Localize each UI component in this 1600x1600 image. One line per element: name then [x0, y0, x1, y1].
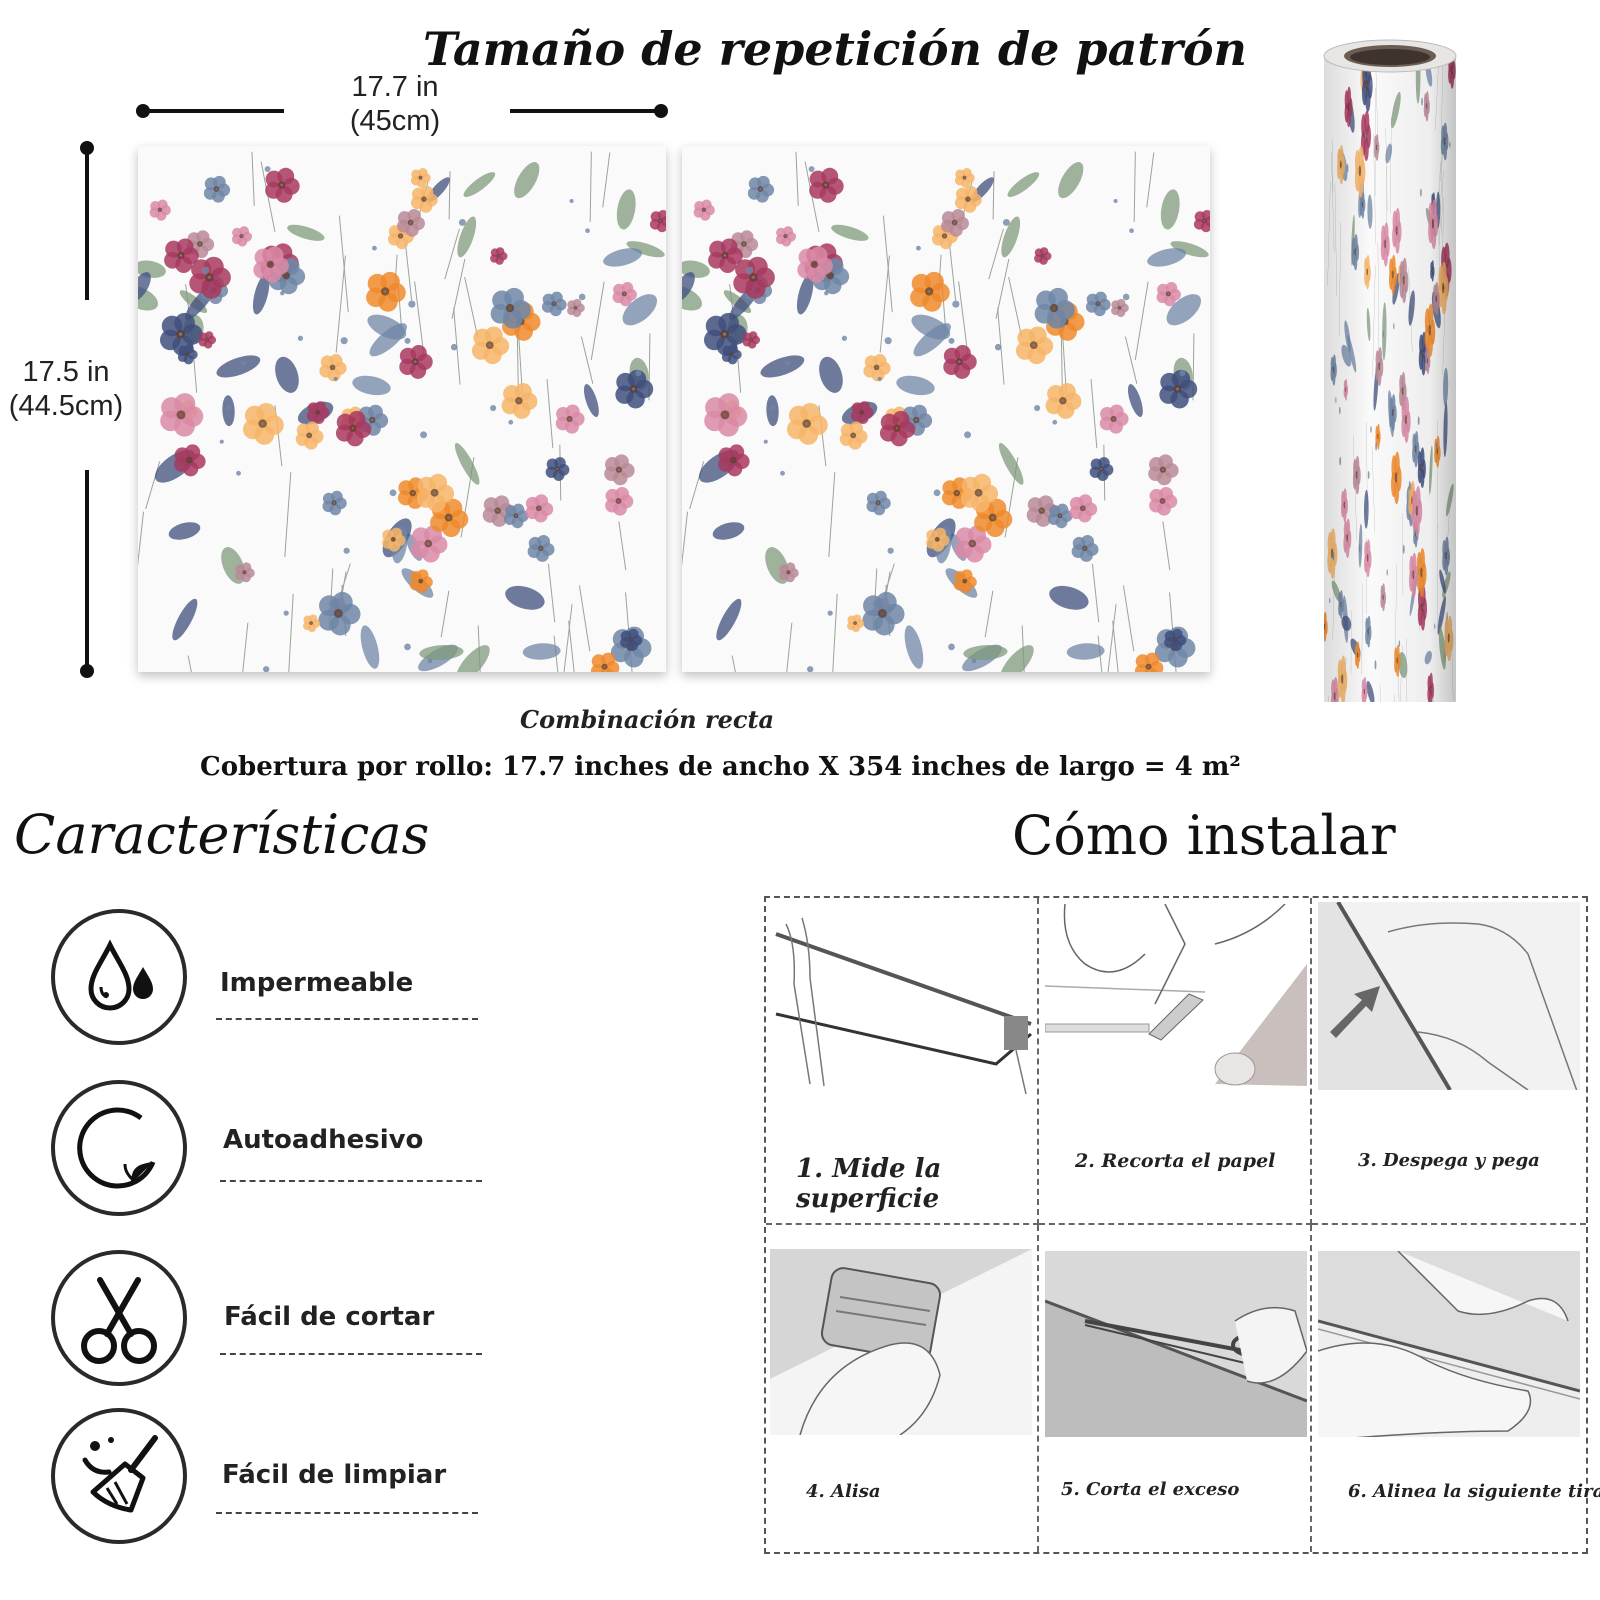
install-step-3-label: 3. Despega y pega [1358, 1150, 1540, 1171]
install-step-5-label: 5. Corta el exceso [1061, 1479, 1240, 1500]
width-dimension-line-right [510, 109, 660, 113]
feature-icon-circle-easy-clean [51, 1408, 187, 1544]
features-heading: Características [14, 803, 430, 866]
feature-label-easy-clean: Fácil de limpiar [222, 1460, 447, 1490]
scissors-icon [81, 1277, 157, 1364]
trim-illustration [1045, 904, 1307, 1086]
floral-pattern-right [682, 151, 1210, 672]
feature-icon-circle-easy-cut [51, 1250, 187, 1386]
align-next-strip-illustration [1318, 1251, 1580, 1437]
install-step-2-label: 2. Recorta el papel [1075, 1150, 1276, 1172]
feature-label-self-adhesive: Autoadhesivo [223, 1125, 424, 1155]
install-step-5: 5. Corta el exceso [1039, 1225, 1312, 1552]
install-step-3: 3. Despega y pega [1312, 898, 1586, 1225]
match-type-label: Combinación recta [520, 705, 775, 734]
peel-sticker-icon [77, 1107, 156, 1189]
install-step-4: 4. Alisa [766, 1225, 1039, 1552]
height-dimension-line-bottom [85, 470, 89, 670]
measure-illustration [766, 904, 1037, 1094]
feature-icon-circle-self-adhesive [51, 1080, 187, 1216]
wallpaper-roll-graphic [1323, 39, 1457, 702]
pattern-swatch-right [682, 146, 1210, 672]
width-centimeters: (45cm) [349, 105, 441, 137]
height-dimension-line-top [85, 148, 89, 300]
install-step-1-label: 1. Mide la superficie [796, 1154, 942, 1214]
width-inches: 17.7 in [351, 71, 439, 103]
broom-icon [82, 1435, 158, 1513]
pattern-swatch-left [138, 146, 666, 672]
install-step-4-label: 4. Alisa [806, 1481, 881, 1502]
feature-divider [220, 1353, 482, 1355]
width-dimension-end-dot [654, 104, 668, 118]
install-steps-grid: 1. Mide la superficie 2. Recorta el pape… [764, 896, 1600, 1554]
feature-divider [220, 1180, 482, 1182]
feature-divider [216, 1018, 478, 1020]
feature-divider [216, 1512, 478, 1514]
install-step-6-label: 6. Alinea la siguiente tira [1348, 1481, 1600, 1502]
page-title: Tamaño de repetición de patrón [422, 22, 1247, 76]
feature-icon-circle-waterproof [51, 909, 187, 1045]
height-centimeters: (44.5cm) [8, 390, 124, 422]
peel-and-stick-illustration [1318, 902, 1580, 1090]
coverage-info: Cobertura por rollo: 17.7 inches de anch… [200, 752, 1241, 782]
install-step-2: 2. Recorta el papel [1039, 898, 1312, 1225]
feature-label-waterproof: Impermeable [220, 968, 414, 998]
water-drops-icon [88, 939, 153, 1011]
floral-pattern-left [138, 151, 666, 672]
width-dimension-line-left [142, 109, 284, 113]
height-dimension-end-dot [80, 664, 94, 678]
height-inches: 17.5 in [22, 356, 110, 388]
height-dimension-label: 17.5 in (44.5cm) [0, 355, 132, 423]
wallpaper-roll [1310, 32, 1470, 712]
width-dimension-label: 17.7 in (45cm) [320, 70, 470, 138]
feature-label-easy-cut: Fácil de cortar [224, 1302, 435, 1332]
install-heading: Cómo instalar [1012, 804, 1396, 867]
cut-excess-illustration [1045, 1251, 1307, 1437]
install-step-6: 6. Alinea la siguiente tira [1312, 1225, 1600, 1552]
install-step-1: 1. Mide la superficie [766, 898, 1039, 1225]
smooth-illustration [770, 1249, 1032, 1435]
